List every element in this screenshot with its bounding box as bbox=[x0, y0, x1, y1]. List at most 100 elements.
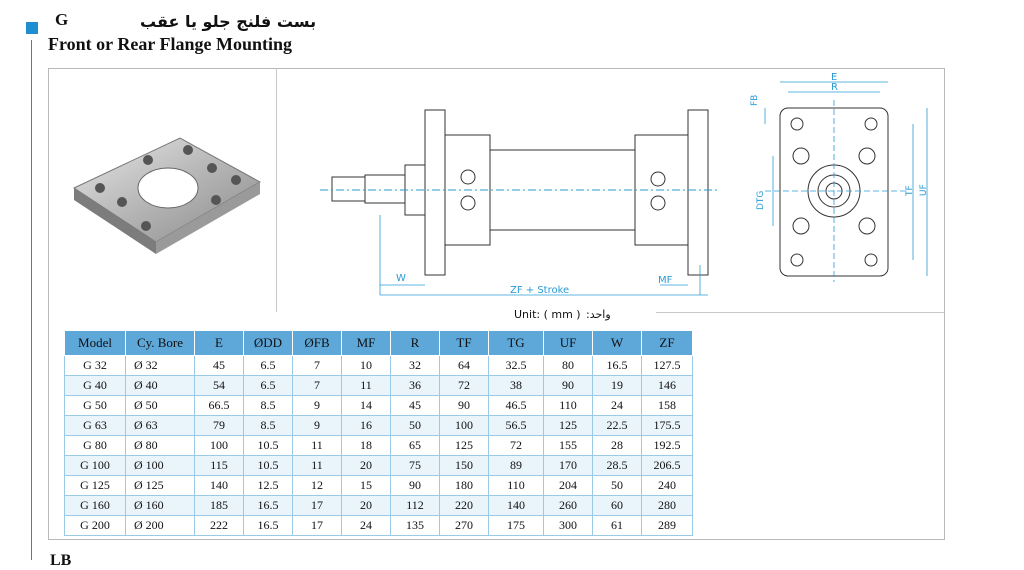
col-bore: Cy. Bore bbox=[125, 330, 195, 356]
col-fb: ØFB bbox=[292, 330, 342, 356]
table-cell: 28 bbox=[592, 435, 642, 456]
table-cell: 125 bbox=[543, 415, 593, 436]
table-cell: 11 bbox=[292, 455, 342, 476]
table-cell: 19 bbox=[592, 375, 642, 396]
table-cell: 65 bbox=[390, 435, 440, 456]
table-cell: G 100 bbox=[64, 455, 126, 476]
table-cell: 204 bbox=[543, 475, 593, 496]
dim-label-dtg: DTG bbox=[756, 191, 766, 210]
section-title-fa: بست فلنج جلو یا عقب bbox=[140, 12, 317, 31]
col-zf: ZF bbox=[641, 330, 693, 356]
table-cell: 75 bbox=[390, 455, 440, 476]
dim-label-w: W bbox=[396, 273, 406, 284]
table-cell: 110 bbox=[543, 395, 593, 416]
col-dd: ØDD bbox=[243, 330, 293, 356]
table-cell: 11 bbox=[292, 435, 342, 456]
section-marker bbox=[26, 22, 38, 34]
table-cell: G 200 bbox=[64, 515, 126, 536]
table-cell: 7 bbox=[292, 355, 342, 376]
table-cell: 289 bbox=[641, 515, 693, 536]
table-cell: 90 bbox=[543, 375, 593, 396]
table-cell: 32 bbox=[390, 355, 440, 376]
table-cell: 115 bbox=[194, 455, 244, 476]
table-cell: 16.5 bbox=[592, 355, 642, 376]
table-cell: 240 bbox=[641, 475, 693, 496]
table-cell: 60 bbox=[592, 495, 642, 516]
table-cell: 36 bbox=[390, 375, 440, 396]
table-cell: 45 bbox=[390, 395, 440, 416]
table-cell: 17 bbox=[292, 495, 342, 516]
table-cell: 18 bbox=[341, 435, 391, 456]
table-cell: 158 bbox=[641, 395, 693, 416]
table-cell: 125 bbox=[439, 435, 489, 456]
table-cell: 15 bbox=[341, 475, 391, 496]
unit-label: Unit: ( mm ) bbox=[514, 308, 581, 321]
spec-table: Model Cy. Bore E ØDD ØFB MF R TF TG UF W… bbox=[64, 330, 693, 536]
table-cell: Ø 125 bbox=[125, 475, 195, 496]
col-model: Model bbox=[64, 330, 126, 356]
table-cell: 175 bbox=[488, 515, 544, 536]
table-cell: G 160 bbox=[64, 495, 126, 516]
dim-label-uf: UF bbox=[919, 184, 929, 196]
table-cell: 112 bbox=[390, 495, 440, 516]
table-cell: 185 bbox=[194, 495, 244, 516]
table-cell: 260 bbox=[543, 495, 593, 516]
table-cell: 56.5 bbox=[488, 415, 544, 436]
side-view-drawing: W ZF + Stroke MF bbox=[320, 109, 720, 296]
table-cell: 89 bbox=[488, 455, 544, 476]
table-cell: 12 bbox=[292, 475, 342, 496]
table-cell: 300 bbox=[543, 515, 593, 536]
table-cell: 10.5 bbox=[243, 455, 293, 476]
table-cell: 16.5 bbox=[243, 495, 293, 516]
table-cell: 10.5 bbox=[243, 435, 293, 456]
table-cell: 24 bbox=[341, 515, 391, 536]
table-cell: G 80 bbox=[64, 435, 126, 456]
col-mf: MF bbox=[341, 330, 391, 356]
table-cell: 150 bbox=[439, 455, 489, 476]
col-tg: TG bbox=[488, 330, 544, 356]
unit-label-fa: واحد: bbox=[586, 308, 611, 321]
table-cell: G 50 bbox=[64, 395, 126, 416]
table-cell: 100 bbox=[439, 415, 489, 436]
dim-label-zf: ZF + Stroke bbox=[510, 285, 569, 296]
table-cell: 24 bbox=[592, 395, 642, 416]
table-cell: 14 bbox=[341, 395, 391, 416]
table-cell: 110 bbox=[488, 475, 544, 496]
table-cell: 54 bbox=[194, 375, 244, 396]
dim-label-mf: MF bbox=[658, 275, 673, 286]
divider-vertical bbox=[276, 69, 277, 312]
table-cell: 61 bbox=[592, 515, 642, 536]
table-cell: 32.5 bbox=[488, 355, 544, 376]
table-cell: Ø 200 bbox=[125, 515, 195, 536]
table-cell: 90 bbox=[439, 395, 489, 416]
table-cell: 175.5 bbox=[641, 415, 693, 436]
table-cell: Ø 40 bbox=[125, 375, 195, 396]
section-code: G bbox=[55, 10, 69, 29]
col-e: E bbox=[194, 330, 244, 356]
dim-label-fb: FB bbox=[750, 95, 760, 106]
table-cell: 170 bbox=[543, 455, 593, 476]
table-cell: 135 bbox=[390, 515, 440, 536]
col-uf: UF bbox=[543, 330, 593, 356]
table-cell: 146 bbox=[641, 375, 693, 396]
table-cell: Ø 100 bbox=[125, 455, 195, 476]
table-cell: Ø 32 bbox=[125, 355, 195, 376]
table-cell: 127.5 bbox=[641, 355, 693, 376]
table-cell: 192.5 bbox=[641, 435, 693, 456]
table-cell: 155 bbox=[543, 435, 593, 456]
table-cell: Ø 50 bbox=[125, 395, 195, 416]
table-cell: G 63 bbox=[64, 415, 126, 436]
dim-label-tf: TF bbox=[905, 185, 915, 197]
table-cell: 28.5 bbox=[592, 455, 642, 476]
front-view-drawing: E R FB DTG TF UF bbox=[750, 72, 929, 282]
table-cell: G 32 bbox=[64, 355, 126, 376]
table-cell: 206.5 bbox=[641, 455, 693, 476]
table-cell: 72 bbox=[439, 375, 489, 396]
table-cell: G 40 bbox=[64, 375, 126, 396]
table-cell: 270 bbox=[439, 515, 489, 536]
table-cell: 12.5 bbox=[243, 475, 293, 496]
